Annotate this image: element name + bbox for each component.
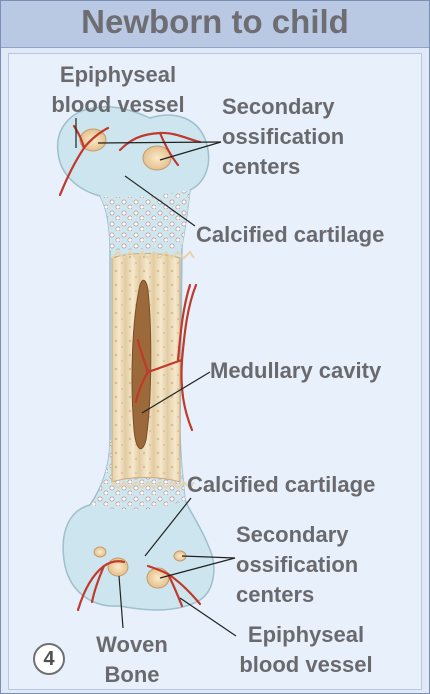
label-woven-bone: Woven Bone <box>82 630 182 690</box>
label-line: Epiphyseal <box>59 62 177 87</box>
calcified-zone-top <box>100 190 190 250</box>
medullary-cavity <box>131 279 152 450</box>
blood-vessels <box>58 124 202 612</box>
ossification-center-bottom-small <box>93 546 107 558</box>
label-calcified-cartilage-bottom: Calcified cartilage <box>187 472 376 497</box>
label-secondary-ossification-top: Secondary ossification centers <box>222 92 344 182</box>
figure-title: Newborn to child <box>81 3 349 40</box>
label-line: centers <box>222 154 301 179</box>
title-bar: Newborn to child <box>1 1 429 48</box>
label-secondary-ossification-bottom: Secondary ossification centers <box>236 520 358 610</box>
label-line: Secondary <box>236 522 349 547</box>
label-line: Bone <box>104 662 160 687</box>
growth-plate-bottom <box>111 480 195 490</box>
step-number-badge: 4 <box>33 643 65 675</box>
label-line: Epiphyseal <box>247 622 365 647</box>
growth-plate-top <box>111 250 195 260</box>
label-line: centers <box>236 582 315 607</box>
label-line: blood vessel <box>239 652 373 677</box>
label-line: Woven <box>96 632 168 657</box>
label-epiphyseal-vessel-bottom: Epiphyseal blood vessel <box>222 620 390 680</box>
label-line: Secondary <box>222 94 335 119</box>
ossification-center-bottom-right <box>146 567 170 589</box>
label-medullary-cavity: Medullary cavity <box>210 358 382 383</box>
label-line: ossification <box>222 124 345 149</box>
label-line: ossification <box>236 552 359 577</box>
ossification-center-top-right <box>142 145 172 171</box>
label-calcified-cartilage-top: Calcified cartilage <box>196 222 385 247</box>
leader-lines <box>75 118 237 637</box>
label-epiphyseal-vessel-top: Epiphyseal blood vessel <box>38 60 198 120</box>
label-line: blood vessel <box>51 92 185 117</box>
